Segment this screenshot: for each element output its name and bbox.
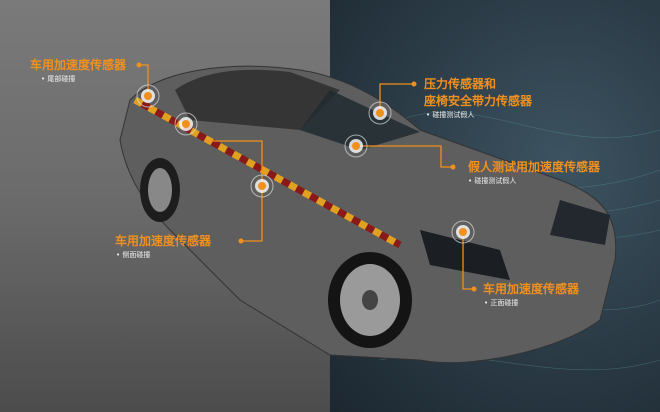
callout-dummy-title: 假人测试用加速度传感器 <box>468 160 601 174</box>
car-body <box>119 65 617 364</box>
callout-side-subtitle: 侧面碰撞 <box>116 251 150 260</box>
callout-seatbelt-title-2: 座椅安全带力传感器 <box>424 94 533 108</box>
sensor-seatbelt <box>368 101 392 125</box>
callout-side-title: 车用加速度传感器 <box>115 234 212 248</box>
callout-rear-subtitle: 尾部碰撞 <box>41 75 75 84</box>
callout-seatbelt-title-1: 压力传感器和 <box>424 77 497 91</box>
sensor-icons <box>136 84 475 244</box>
callout-front-title: 车用加速度传感器 <box>483 282 580 296</box>
callout-seatbelt-subtitle: 碰撞测试假人 <box>426 111 474 120</box>
callout-dummy-subtitle: 碰撞测试假人 <box>468 177 516 186</box>
sensor-dummy <box>344 134 368 158</box>
callout-rear-title: 车用加速度传感器 <box>30 58 127 72</box>
callout-front-subtitle: 正面碰撞 <box>484 299 518 308</box>
callout-dots <box>136 62 477 292</box>
sensor-front <box>451 220 475 244</box>
sensor-rear <box>136 84 160 108</box>
sensor-side-upper <box>174 112 198 136</box>
callout-lines <box>139 64 474 290</box>
sensor-side <box>250 174 274 198</box>
